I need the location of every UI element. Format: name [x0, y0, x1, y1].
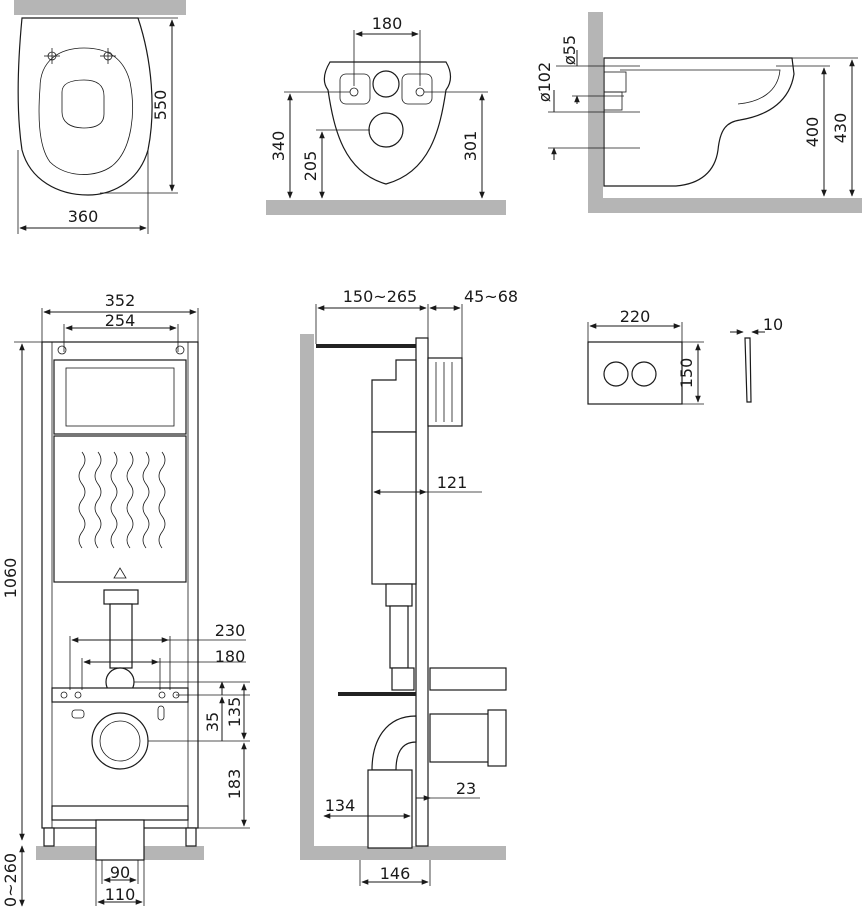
- right-bolt-recess: [401, 73, 433, 105]
- dim-inlet-dia: ø55: [560, 35, 579, 65]
- cistern-tank: [53, 435, 187, 583]
- side-bowl-outline: [603, 57, 795, 187]
- dim-box-range: 45~68: [464, 287, 518, 306]
- tank-valve-housing: [371, 359, 417, 433]
- dim-mid-height: 205: [301, 151, 320, 182]
- side-view-floor: [588, 198, 862, 213]
- frame-leg-left: [43, 827, 55, 847]
- pipe-connector: [385, 583, 413, 607]
- dim-gap: 23: [456, 779, 476, 798]
- side-bowl-rim: [620, 69, 781, 105]
- dim-bolt-inner: 180: [215, 647, 246, 666]
- wall-anchor-rod: [316, 344, 416, 348]
- dim-outlet-dia: ø102: [535, 62, 554, 102]
- dim-button-thickness: 10: [763, 315, 783, 334]
- section-floor: [300, 846, 506, 860]
- inlet-connector-pipe: [429, 667, 507, 691]
- flush-button-view: 220 150 10: [587, 307, 783, 405]
- dim-bolt-offset: 35: [203, 712, 222, 732]
- dim-rim-height: 400: [803, 117, 822, 148]
- bolt-hole-icon: [60, 691, 68, 699]
- dim-tank-depth: 121: [437, 473, 468, 492]
- frame-bottom-bar: [51, 805, 189, 821]
- bowl-rear-view: 180 340 205 301: [266, 14, 506, 215]
- service-opening: [53, 359, 187, 435]
- dim-depth-range: 150~265: [343, 287, 417, 306]
- frame-section-view: 150~265 45~68 121 134 23 146: [300, 287, 518, 886]
- frame-leg-right: [185, 827, 197, 847]
- dim-base-width: 146: [380, 864, 411, 883]
- bolt-rod: [338, 692, 416, 696]
- button-box-ribs: [435, 362, 453, 422]
- section-flush-pipe: [389, 605, 409, 669]
- dim-pipe-inner: 90: [110, 863, 130, 882]
- dim-bowl-width: 360: [68, 207, 99, 226]
- flush-button-small: [603, 361, 629, 387]
- dim-outlet-height: 301: [461, 131, 480, 162]
- brand-logo-icon: [113, 567, 127, 579]
- frame-front-view: 352 254 1060 0~260 230 180 35 135 183: [1, 291, 250, 907]
- cistern-side: [371, 431, 417, 585]
- slot-icon: [71, 709, 85, 719]
- flush-button-large: [631, 361, 657, 387]
- waste-outlet-hole: [99, 720, 141, 762]
- dim-total-height: 430: [831, 113, 850, 144]
- side-outlet-pipe: [603, 91, 623, 111]
- outlet-hole: [368, 112, 404, 148]
- slot-icon: [157, 705, 165, 721]
- flush-plate-profile: [744, 337, 752, 403]
- dim-button-width: 220: [620, 307, 651, 326]
- dim-frame-inner: 254: [105, 311, 136, 330]
- bolt-bracket: [51, 687, 189, 703]
- frame-profile: [415, 337, 429, 847]
- drain-pipe: [95, 819, 145, 861]
- bowl-top-view: 550 360: [14, 0, 186, 234]
- frame-screw-icon: [175, 345, 185, 355]
- rear-view-floor: [266, 200, 506, 215]
- seat-hinge-icon: [44, 48, 116, 64]
- dim-bolt-spacing: 180: [372, 14, 403, 33]
- bolt-hole-icon: [158, 691, 166, 699]
- bolt-hole-icon: [74, 691, 82, 699]
- dim-bolt-outer: 230: [215, 621, 246, 640]
- dim-leg-adjust: 0~260: [1, 853, 20, 907]
- dim-upper-height: 340: [269, 131, 288, 162]
- dim-outlet-offset: 134: [325, 796, 356, 815]
- left-bolt-recess: [339, 73, 371, 105]
- dim-bolt-height: 135: [225, 697, 244, 728]
- frame-screw-icon: [57, 345, 67, 355]
- flush-pipe: [109, 603, 133, 669]
- flush-pipe-top: [103, 589, 139, 605]
- section-wall: [300, 334, 314, 860]
- dim-pipe-outer: 110: [105, 885, 136, 904]
- bowl-opening: [61, 79, 105, 129]
- inlet-hole: [372, 70, 400, 98]
- service-panel: [65, 367, 175, 427]
- top-view-wall: [14, 0, 186, 15]
- seat-outline: [38, 47, 133, 175]
- dim-frame-width: 352: [105, 291, 136, 310]
- waste-elbow: [371, 715, 417, 771]
- dim-button-height: 150: [677, 358, 696, 389]
- waste-pipe: [367, 769, 413, 849]
- flush-bend: [391, 667, 415, 691]
- button-box: [427, 357, 463, 427]
- dim-bowl-depth: 550: [151, 90, 170, 121]
- dim-frame-height: 1060: [1, 558, 20, 599]
- cistern-wave-pattern: [78, 451, 166, 549]
- waste-connector: [429, 713, 491, 763]
- dim-frame-outlet-height: 183: [225, 769, 244, 800]
- bowl-outline: [17, 17, 153, 196]
- waste-flange: [487, 709, 507, 767]
- bowl-side-view: ø55 ø102 400 430: [535, 12, 862, 213]
